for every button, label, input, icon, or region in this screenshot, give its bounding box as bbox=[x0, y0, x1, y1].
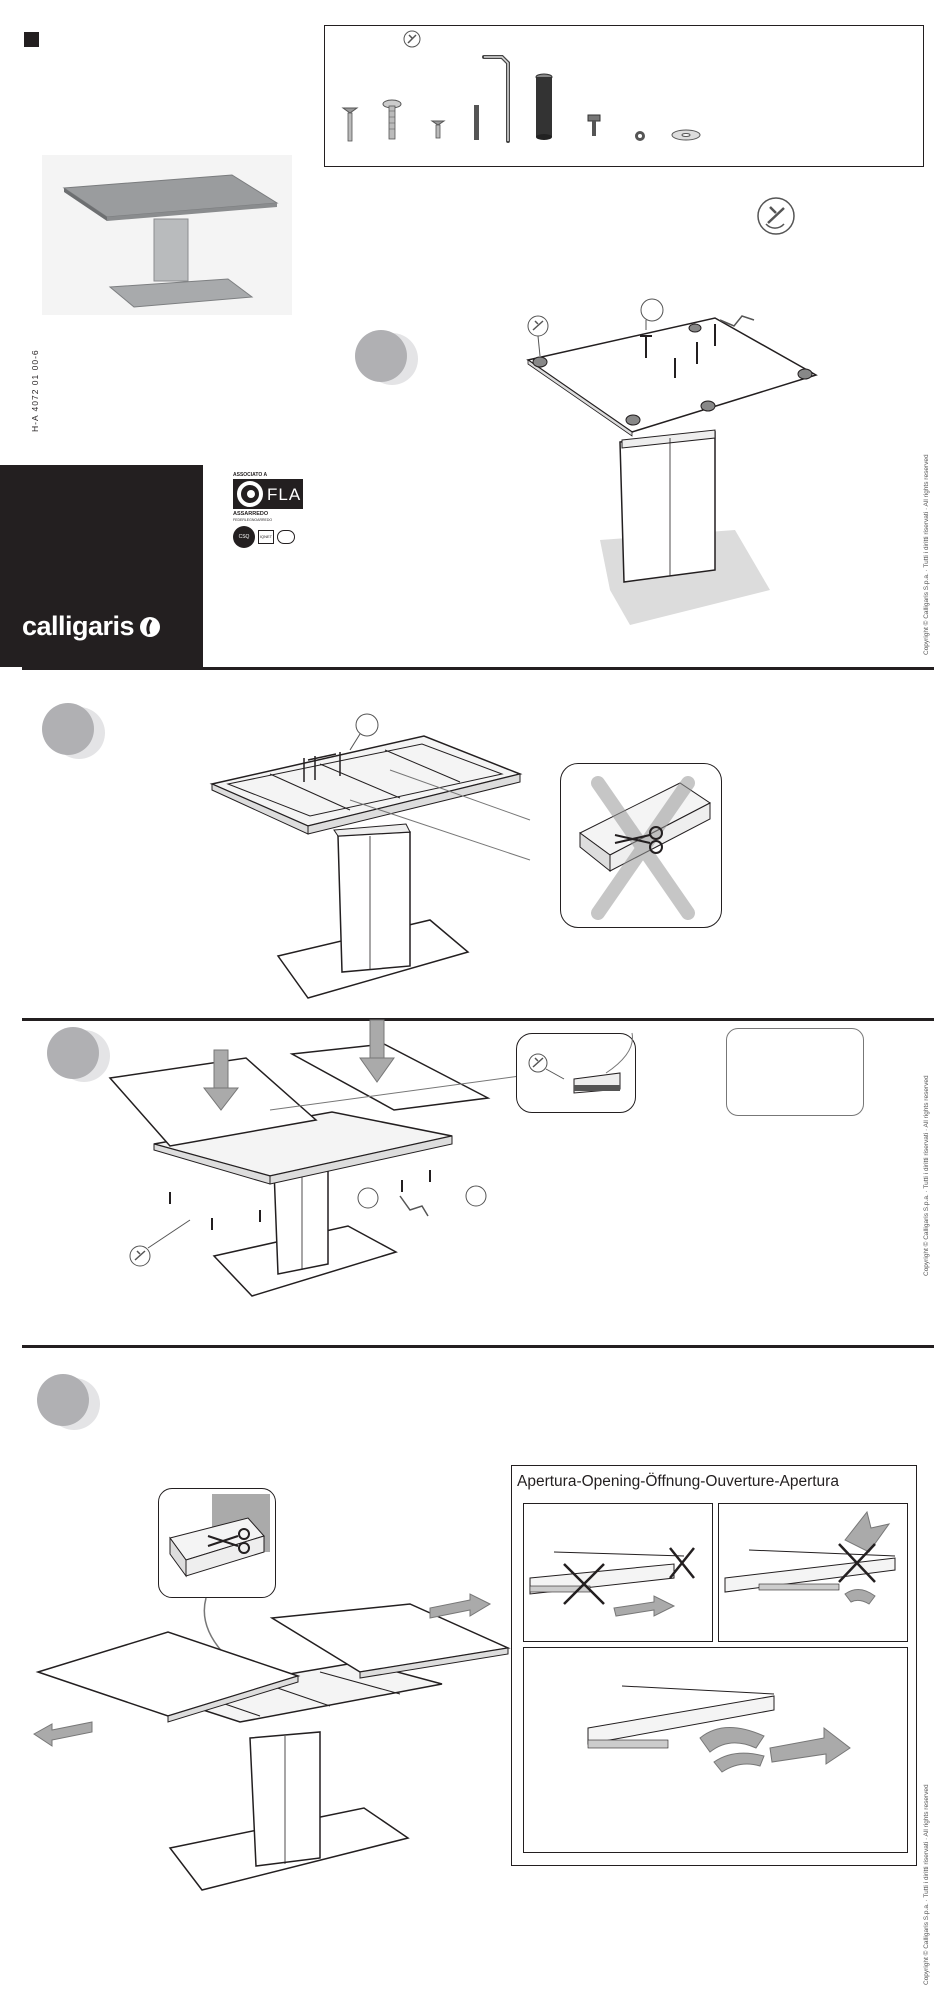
fla-badge: FLA bbox=[233, 479, 303, 509]
spacer-sleeve-icon bbox=[535, 73, 553, 140]
screw-icon bbox=[430, 120, 446, 139]
copyright-notice: Copyright © Calligaris S.p.a. · Tutti i … bbox=[923, 1075, 930, 1276]
brand-name: calligaris bbox=[22, 611, 135, 641]
hardware-illustration bbox=[341, 30, 701, 143]
allen-key-icon bbox=[403, 30, 421, 48]
opening-subpanel-3-illustration bbox=[587, 1685, 851, 1773]
step-1-illustration bbox=[526, 298, 818, 625]
allen-detail-box bbox=[516, 1033, 636, 1113]
allen-detail-illustration bbox=[528, 1032, 633, 1094]
brand-panel: calligaris bbox=[0, 465, 203, 667]
copyright-notice: Copyright © Calligaris S.p.a. · Tutti i … bbox=[923, 454, 930, 655]
opening-subpanel-wrong-2 bbox=[718, 1503, 908, 1642]
scissors-icon bbox=[207, 1528, 250, 1554]
opening-panel-title: Apertura-Opening-Öffnung-Ouverture-Apert… bbox=[517, 1473, 839, 1490]
screw-icon bbox=[382, 99, 402, 140]
section-divider bbox=[22, 667, 934, 670]
allen-key-icon bbox=[482, 55, 510, 143]
scissors-detail-illustration bbox=[579, 776, 711, 920]
hardware-box bbox=[324, 25, 924, 167]
fla-swirl-icon bbox=[237, 481, 263, 507]
scissors-callout-illustration bbox=[169, 1494, 270, 1659]
step-1-indicator bbox=[355, 330, 407, 382]
bolt-icon bbox=[587, 114, 601, 136]
arrow-down-icon bbox=[359, 1019, 395, 1083]
step-4-indicator bbox=[37, 1374, 89, 1426]
fla-name: FLA bbox=[267, 485, 302, 504]
step-2-indicator bbox=[42, 703, 94, 755]
fla-sub-label: FEDERLEGNOARREDO bbox=[233, 518, 273, 522]
document-code: H-A 4072 01 00-6 bbox=[30, 349, 40, 432]
arrow-right-icon bbox=[429, 1593, 492, 1619]
section-divider bbox=[22, 1018, 934, 1021]
threaded-pin-icon bbox=[474, 105, 479, 140]
washer-icon bbox=[671, 129, 701, 141]
opening-subpanel-correct bbox=[523, 1647, 908, 1853]
screw-icon bbox=[341, 107, 359, 142]
corner-marker bbox=[24, 32, 39, 47]
opening-subpanel-1-illustration bbox=[529, 1547, 695, 1617]
opening-subpanel-wrong-1 bbox=[523, 1503, 713, 1642]
info-box bbox=[726, 1028, 864, 1116]
section-divider bbox=[22, 1345, 934, 1348]
copyright-notice: Copyright © Calligaris S.p.a. · Tutti i … bbox=[923, 1784, 930, 1985]
opening-panel: Apertura-Opening-Öffnung-Ouverture-Apert… bbox=[511, 1465, 917, 1866]
arrow-down-icon bbox=[202, 1049, 240, 1111]
iqnet-badge: IQNET bbox=[258, 530, 274, 544]
opening-subpanel-2-illustration bbox=[724, 1510, 896, 1605]
cross-icon bbox=[591, 776, 695, 920]
csq-badge: CSQ bbox=[233, 526, 255, 548]
scissors-icon bbox=[614, 826, 663, 854]
iqnet-label: IQNET bbox=[259, 534, 273, 539]
brand-logo: calligaris bbox=[22, 611, 161, 642]
third-badge bbox=[277, 530, 295, 544]
step-4-illustration bbox=[33, 1593, 511, 1891]
brand-mark-icon bbox=[140, 616, 161, 637]
step-1-allen-key-icon bbox=[757, 197, 795, 235]
cross-icon bbox=[838, 1543, 876, 1583]
arrow-left-icon bbox=[33, 1721, 93, 1747]
certification-block: ASSOCIATO A FLA ASSARREDO FEDERLEGNOARRE… bbox=[233, 472, 305, 558]
step-3-illustration bbox=[108, 1019, 521, 1297]
step-3-indicator bbox=[47, 1027, 99, 1079]
fla-top-label: ASSOCIATO A bbox=[233, 472, 268, 478]
nut-icon bbox=[635, 131, 645, 141]
step-2-illustration bbox=[209, 713, 531, 999]
product-photo bbox=[42, 155, 292, 315]
fla-bottom-label: ASSARREDO bbox=[233, 511, 269, 517]
csq-label: CSQ bbox=[238, 534, 250, 540]
cross-icon bbox=[563, 1547, 695, 1605]
